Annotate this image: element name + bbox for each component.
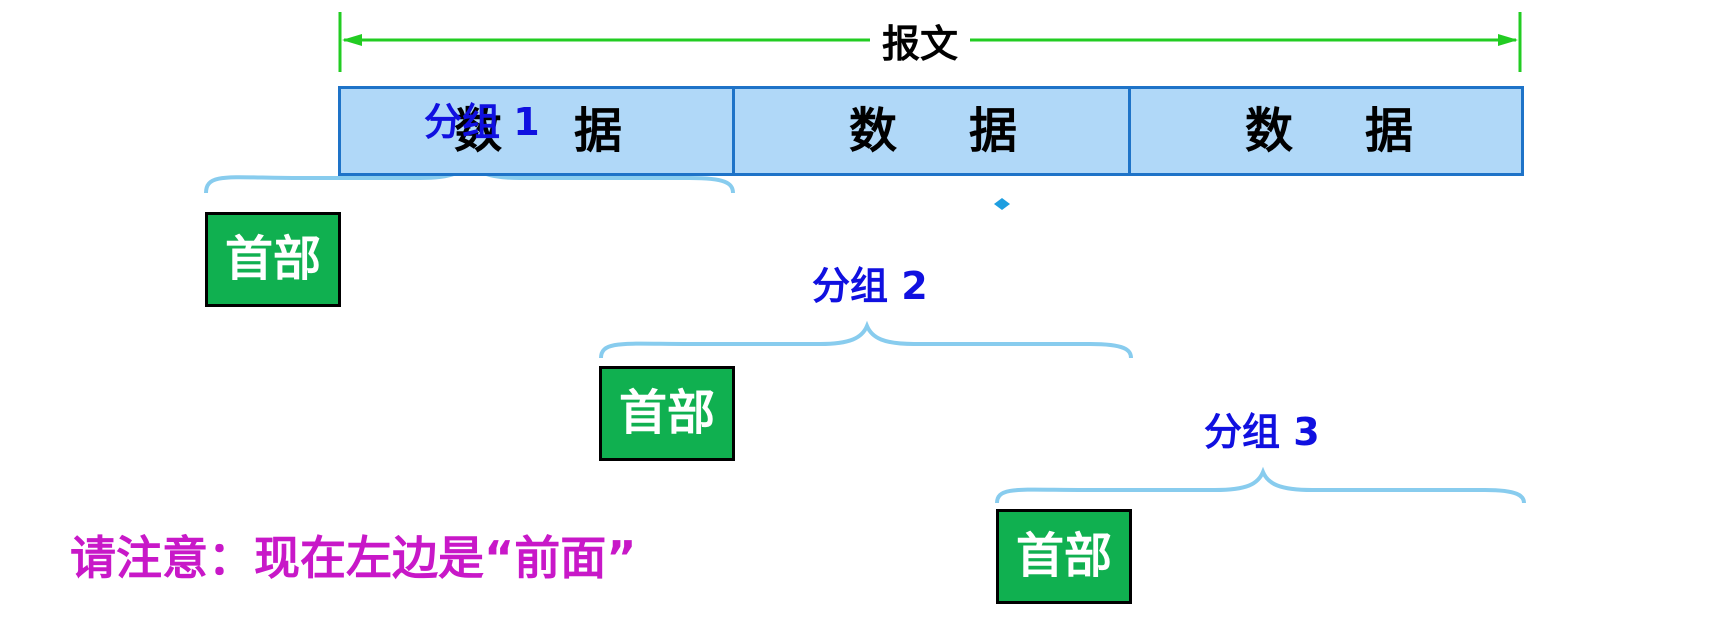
- data-segment-2-char-b: 据: [969, 103, 1018, 159]
- data-segment-2: 数 据: [732, 86, 1131, 176]
- data-segment-2-char-a: 数: [849, 103, 898, 159]
- packet-3-label: 分组 3: [1204, 410, 1320, 454]
- message-label: 报文: [870, 14, 970, 74]
- packet-2-label: 分组 2: [812, 264, 928, 308]
- note-text: 请注意：现在左边是“前面”: [70, 531, 637, 585]
- message-span-left-arrow: [342, 34, 362, 46]
- data-segment-3-char-a: 数: [1245, 103, 1294, 159]
- packet-2-brace: [599, 320, 1133, 359]
- packet-3-header: 首部: [996, 509, 1132, 604]
- message-span-right-arrow: [1498, 34, 1518, 46]
- data-segment-3-char-b: 据: [1365, 103, 1414, 159]
- packet-2-header: 首部: [599, 366, 735, 461]
- marker-diamond-lower: [994, 198, 1010, 210]
- data-segment-1-char-a: 数: [454, 103, 503, 159]
- data-segment-3: 数 据: [1128, 86, 1524, 176]
- packet-1-label: 分组 1: [424, 100, 540, 144]
- data-segment-1: 数 据: [338, 86, 735, 176]
- packet-1-header: 首部: [205, 212, 341, 307]
- packet-3-brace: [995, 466, 1526, 504]
- data-segment-1-char-b: 据: [574, 103, 623, 159]
